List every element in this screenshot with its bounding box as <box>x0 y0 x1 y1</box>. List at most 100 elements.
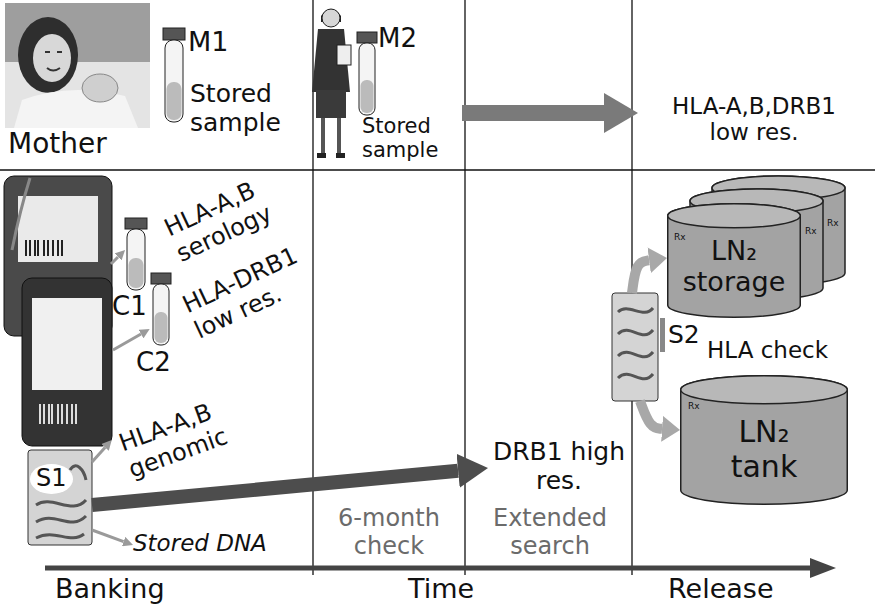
label-slot: Time <box>408 573 474 604</box>
sample-note: Stored sample <box>362 114 458 162</box>
segment-bar <box>660 318 665 352</box>
storage-cylinder: LN₂ storage <box>667 203 801 318</box>
woman-figure <box>321 118 325 154</box>
tank-text: LN₂ tank <box>714 415 814 484</box>
sample-tube-cap <box>163 28 185 40</box>
label-slot: Mother <box>8 128 107 160</box>
test-text: HLA-A,B,DRB1 low res. <box>664 93 844 146</box>
tank-cylinder: LN₂ tank <box>680 375 848 505</box>
woman-figure <box>316 90 346 118</box>
cylinder-body <box>681 376 848 505</box>
woman-figure <box>336 153 345 158</box>
sample-tube: M2Stored sample <box>354 22 462 164</box>
rx-mark: Rx <box>805 226 817 236</box>
text-slot: Stored sample <box>190 80 302 138</box>
woman-figure <box>312 29 350 92</box>
stored-item: Stored DNA <box>133 530 269 558</box>
test-result: HLA-A,B,DRB1 low res. <box>638 85 870 155</box>
cylinder-body <box>668 204 801 318</box>
barcode <box>40 404 76 424</box>
cylinder-top <box>681 376 848 404</box>
sample-tube: M1Stored sample <box>160 24 308 142</box>
tank-text: LN₂ storage <box>679 235 789 297</box>
label-slot: Banking <box>55 573 165 604</box>
rx-mark: Rx <box>827 218 839 228</box>
time-axis-head <box>810 558 836 578</box>
test-result: DRB1 high res. <box>488 432 632 508</box>
text-slot: HLA-A,B genomic <box>112 391 242 488</box>
sample-tube <box>165 40 183 122</box>
mother-photo <box>14 90 138 128</box>
test-result: HLA-A,B genomic <box>112 390 244 490</box>
flow-arrow <box>640 401 662 429</box>
mother-photo <box>5 3 150 128</box>
aliquot-arrow <box>111 257 118 264</box>
text-slot: M1 <box>188 26 228 57</box>
phase-label: 6-month check <box>316 505 462 560</box>
label-slot: Rx <box>674 232 686 242</box>
text-slot: Stored DNA <box>133 530 267 556</box>
text-slot: S1 <box>30 464 73 494</box>
text-slot: LN₂ storage <box>679 235 789 297</box>
text-slot: HLA check <box>707 337 828 363</box>
flow-arrow <box>92 447 105 462</box>
sample-tube-cap <box>125 218 147 229</box>
sample-tube: C1 <box>112 214 149 324</box>
bag-label <box>32 298 102 390</box>
bag-tubing <box>12 178 30 250</box>
blood-bag <box>22 278 112 446</box>
sample-tube-cap <box>151 273 171 284</box>
mother-photo <box>18 17 78 93</box>
label-slot: Rx <box>805 226 817 236</box>
segment-sample: S1 <box>28 450 92 545</box>
check-text: HLA check <box>707 337 828 363</box>
barcode <box>26 240 62 256</box>
sample-code: M2 <box>378 24 417 54</box>
text-slot: LN₂ tank <box>714 415 814 484</box>
text-slot: C1 <box>112 292 147 322</box>
segment-picture <box>28 450 92 545</box>
mother-photo <box>82 74 118 102</box>
grid-line <box>464 0 465 575</box>
axis-label: Release <box>668 573 774 604</box>
woman-figure <box>337 45 351 65</box>
flow-arrow <box>92 530 124 542</box>
sample-code: S2 <box>668 321 700 350</box>
text-slot: Stored sample <box>362 114 458 162</box>
axis-label: Time <box>408 573 474 604</box>
text-slot: DRB1 high res. <box>488 438 630 496</box>
axis-label: Banking <box>55 573 165 604</box>
segment-picture <box>612 293 658 401</box>
time-axis <box>45 566 812 571</box>
sample-tube <box>153 284 169 345</box>
test-text: DRB1 high res. <box>488 438 630 496</box>
flow-arrow <box>632 260 649 293</box>
sample-tube: C2 <box>148 270 174 345</box>
phase-label: Extended search <box>470 505 630 560</box>
mother-photo <box>33 34 71 82</box>
label-slot: Extended search <box>470 505 630 560</box>
grid-line <box>0 169 875 170</box>
woman-figure <box>322 9 340 27</box>
sample-code: C1 <box>112 292 147 322</box>
sample-tube-cap <box>357 32 377 43</box>
sample-code: C2 <box>136 348 171 378</box>
sample-tube <box>359 43 375 115</box>
woman-figure <box>337 118 341 154</box>
text-slot: HLA-A,B,DRB1 low res. <box>664 93 844 146</box>
label-slot: 6-month check <box>316 505 462 560</box>
sample-tube <box>127 229 145 290</box>
cylinder-top <box>668 204 801 228</box>
stored-text: Stored DNA <box>133 530 267 556</box>
text-slot: M2 <box>378 24 417 54</box>
label-slot: Rx <box>827 218 839 228</box>
segment-picture <box>618 308 653 379</box>
bag-label <box>18 196 98 262</box>
label-slot: Release <box>668 573 774 604</box>
sample-tube <box>361 80 374 113</box>
flow-arrow <box>462 105 604 121</box>
rx-mark: Rx <box>674 232 686 242</box>
woman-figure <box>317 153 326 158</box>
rx-mark: Rx <box>688 401 700 411</box>
segment-sample: S2HLA check <box>612 293 658 401</box>
